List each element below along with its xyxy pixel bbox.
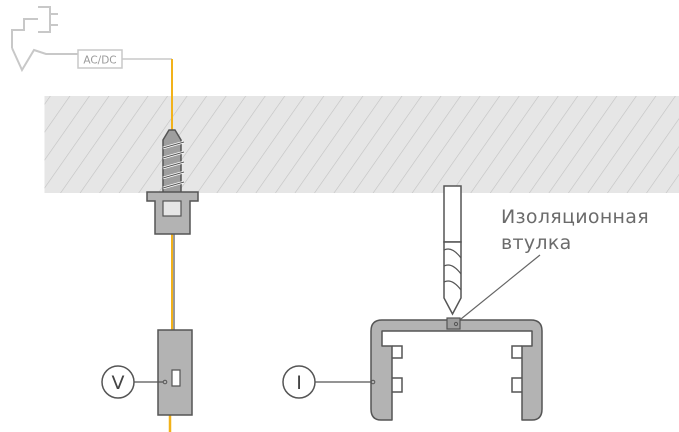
marker-v: V (101, 365, 163, 399)
ceiling-screw (162, 129, 185, 197)
drill-bit (443, 185, 462, 316)
ceiling-mount-cup (146, 191, 199, 235)
callout-text-line1: Изоляционная (501, 206, 649, 228)
callout-text-line2: втулка (501, 232, 572, 254)
callout-line (455, 254, 541, 324)
ac-dc-adapter-box: AC/DC (77, 49, 172, 69)
cable-holder-v (157, 329, 193, 416)
insulating-bushing (446, 317, 461, 330)
ceiling-slab (43, 96, 679, 193)
power-plug-icon (11, 6, 78, 73)
marker-i: I (282, 365, 371, 399)
track-profile (370, 317, 543, 421)
ac-dc-label: AC/DC (83, 55, 116, 67)
marker-i-label: I (296, 372, 302, 394)
marker-v-label: V (112, 372, 125, 394)
